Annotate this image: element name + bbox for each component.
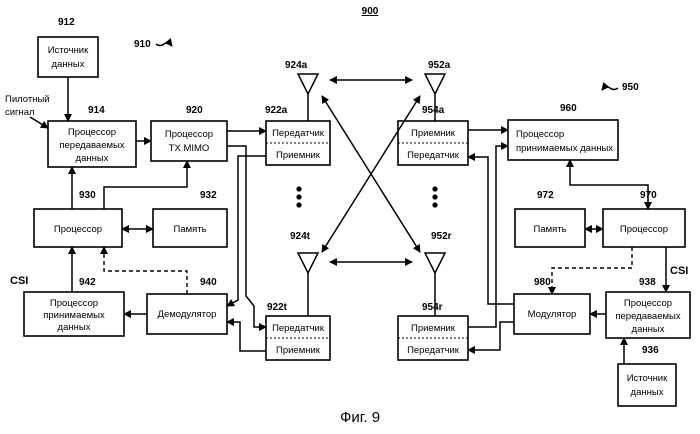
data-source-left-block: Источник данных bbox=[38, 37, 98, 77]
transceiver-left-t-bottom: Приемник bbox=[276, 345, 321, 356]
processor-left-block: Процессор bbox=[34, 209, 122, 247]
transceiver-right-a-block: Приемник Передатчик bbox=[398, 121, 468, 165]
tx-mimo-processor-block: Процессор TX MIMO bbox=[151, 121, 227, 161]
memory-right-block: Память bbox=[515, 209, 585, 247]
block-ref-954r: 954r bbox=[422, 302, 443, 313]
tx-mimo-processor-line2: TX MIMO bbox=[169, 143, 210, 154]
processor-right-line1: Процессор bbox=[620, 224, 668, 235]
data-source-right-line1: Источник bbox=[627, 373, 668, 384]
tx-data-processor-left-block: Процессор передаваемых данных bbox=[48, 121, 136, 167]
block-ref-938: 938 bbox=[639, 277, 656, 288]
block-ref-932: 932 bbox=[200, 190, 217, 201]
block-ref-942: 942 bbox=[79, 277, 96, 288]
rx-data-processor-left-line1: Процессор bbox=[50, 298, 98, 309]
modulator-block: Модулятор bbox=[514, 294, 590, 334]
memory-right-line1: Память bbox=[533, 224, 566, 235]
block-ref-954a: 954a bbox=[422, 105, 445, 116]
transceiver-right-r-bottom: Передатчик bbox=[407, 345, 460, 356]
antenna-label-left-t: 924t bbox=[290, 231, 311, 242]
transceiver-left-a-bottom: Приемник bbox=[276, 150, 321, 161]
block-ref-960: 960 bbox=[560, 103, 577, 114]
data-source-left-line1: Источник bbox=[48, 45, 89, 56]
tx-data-processor-left-line1: Процессор bbox=[68, 127, 116, 138]
transceiver-left-a-top: Передатчик bbox=[272, 128, 325, 139]
block-ref-920: 920 bbox=[186, 105, 203, 116]
transceiver-left-a-block: Передатчик Приемник bbox=[266, 121, 330, 165]
system-label-right: 950 bbox=[622, 82, 639, 93]
tx-data-processor-left-line3: данных bbox=[76, 153, 109, 164]
rx-data-processor-left-block: Процессор принимаемых данных bbox=[24, 292, 124, 336]
transceiver-right-r-top: Приемник bbox=[411, 323, 456, 334]
rx-data-processor-left-line3: данных bbox=[58, 322, 91, 333]
demodulator-block: Демодулятор bbox=[147, 294, 227, 334]
processor-right-block: Процессор bbox=[603, 209, 685, 247]
block-ref-912: 912 bbox=[58, 17, 75, 28]
rx-data-processor-right-line1: Процессор bbox=[516, 129, 564, 140]
rx-data-processor-right-line2: принимаемых данных bbox=[516, 143, 613, 154]
system-label-left: 910 bbox=[134, 39, 151, 50]
block-ref-972: 972 bbox=[537, 190, 554, 201]
transceiver-left-t-top: Передатчик bbox=[272, 323, 325, 334]
memory-left-block: Память bbox=[153, 209, 227, 247]
transceiver-right-a-bottom: Передатчик bbox=[407, 150, 460, 161]
system-label-right-squiggle bbox=[602, 87, 618, 90]
figure-caption: Фиг. 9 bbox=[340, 409, 380, 426]
tx-data-processor-right-line1: Процессор bbox=[624, 298, 672, 309]
data-source-right-line2: данных bbox=[631, 387, 664, 398]
antenna-left-a-icon bbox=[298, 74, 318, 121]
block-ref-980: 980 bbox=[534, 277, 551, 288]
modulator-line1: Модулятор bbox=[528, 309, 577, 320]
tx-mimo-processor-line1: Процессор bbox=[165, 129, 213, 140]
block-ref-914: 914 bbox=[88, 105, 105, 116]
block-ref-930: 930 bbox=[79, 190, 96, 201]
rx-data-processor-right-block: Процессор принимаемых данных bbox=[508, 120, 618, 160]
antenna-label-right-r: 952r bbox=[431, 231, 452, 242]
block-ref-936: 936 bbox=[642, 345, 659, 356]
antenna-left-t-icon bbox=[298, 253, 318, 316]
ellipsis-right bbox=[432, 186, 437, 207]
pilot-label-line1: Пилотный bbox=[5, 94, 50, 105]
demodulator-line1: Демодулятор bbox=[158, 309, 217, 320]
data-source-right-block: Источник данных bbox=[618, 364, 676, 406]
processor-left-line1: Процессор bbox=[54, 224, 102, 235]
tx-data-processor-right-line2: передаваемых bbox=[615, 311, 680, 322]
antenna-label-left-a: 924a bbox=[285, 60, 308, 71]
transceiver-right-a-top: Приемник bbox=[411, 128, 456, 139]
system-label-left-squiggle bbox=[156, 43, 172, 46]
block-ref-922a: 922a bbox=[265, 105, 288, 116]
antenna-label-right-a: 952a bbox=[428, 60, 451, 71]
memory-left-line1: Память bbox=[173, 224, 206, 235]
pilot-label-line2: сигнал bbox=[5, 107, 35, 118]
transceiver-left-t-block: Передатчик Приемник bbox=[266, 316, 330, 360]
tx-data-processor-left-line2: передаваемых bbox=[59, 140, 124, 151]
tx-data-processor-right-line3: данных bbox=[632, 324, 665, 335]
block-ref-922t: 922t bbox=[267, 302, 288, 313]
figure-number: 900 bbox=[362, 6, 379, 17]
ellipsis-left bbox=[296, 186, 301, 207]
data-source-left-line2: данных bbox=[52, 59, 85, 70]
csi-left-label: CSI bbox=[10, 275, 28, 287]
rx-data-processor-left-line2: принимаемых bbox=[43, 310, 105, 321]
tx-data-processor-right-block: Процессор передаваемых данных bbox=[606, 292, 690, 338]
block-ref-940: 940 bbox=[200, 277, 217, 288]
csi-right-label: CSI bbox=[670, 265, 688, 277]
transceiver-right-r-block: Приемник Передатчик bbox=[398, 316, 468, 360]
